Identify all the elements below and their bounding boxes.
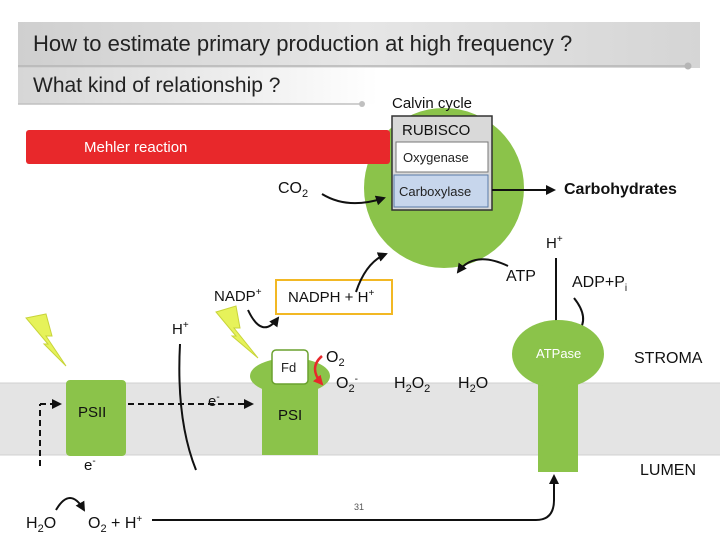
- adp-pi-label: ADP+Pi: [572, 274, 627, 294]
- fd-label: Fd: [281, 360, 296, 375]
- nadph-arrow: [355, 252, 388, 293]
- co2-label: CO2: [278, 180, 308, 200]
- nadph-box: [275, 279, 393, 315]
- water-splitting-arrow: [55, 497, 86, 512]
- mehler-reaction-bar: [26, 130, 390, 164]
- psii-label: PSII: [78, 404, 106, 421]
- h-plus-top: H+: [546, 234, 563, 252]
- h-plus-left-arrow: [178, 343, 197, 471]
- o2-label: O2: [326, 349, 345, 369]
- electron-mid-label: e-: [208, 392, 220, 410]
- h-plus-left: H+: [172, 320, 189, 338]
- carboxylase-box: [393, 174, 489, 208]
- mehler-reaction-label: Mehler reaction: [84, 139, 187, 156]
- electron-left-label: e-: [84, 456, 96, 474]
- calvin-cycle-title: Calvin cycle: [392, 95, 472, 112]
- rubisco-label: RUBISCO: [402, 122, 470, 139]
- page-number: 31: [354, 502, 364, 512]
- fd-box: [271, 349, 309, 385]
- carbohydrates-label: Carbohydrates: [564, 181, 677, 198]
- title-rule-dot: [684, 62, 692, 70]
- h2o-label: H2O: [458, 375, 488, 395]
- oxygenase-box: [395, 141, 489, 173]
- mehler-arrow: [312, 355, 324, 386]
- psii-body: [66, 380, 126, 456]
- oxygenase-label: Oxygenase: [403, 150, 469, 165]
- atpase-label: ATPase: [536, 346, 581, 361]
- nadp-label: NADP+: [214, 287, 262, 305]
- atp-arrow: [456, 258, 509, 274]
- carboxylase-label: Carboxylase: [399, 184, 471, 199]
- page-subtitle: What kind of relationship ?: [33, 74, 280, 97]
- atp-label: ATP: [506, 268, 536, 285]
- nadp-reduction-arrow: [247, 309, 280, 329]
- h2o2-label: H2O2: [394, 375, 430, 395]
- superoxide-label: O2-: [336, 374, 358, 395]
- lumen-label: LUMEN: [640, 462, 696, 479]
- subtitle-rule-dot: [359, 101, 365, 107]
- nadph-label: NADPH + H+: [288, 288, 374, 306]
- psi-label: PSI: [278, 407, 302, 424]
- page-title: How to estimate primary production at hi…: [33, 31, 572, 56]
- co2-arrow: [321, 193, 386, 206]
- subtitle-bar: [18, 68, 378, 104]
- water-label: H2O: [26, 515, 56, 535]
- stroma-label: STROMA: [634, 350, 703, 367]
- proton-gradient-path: [152, 474, 559, 521]
- o2-h-label: O2 + H+: [88, 514, 142, 535]
- title-bar: [18, 22, 700, 68]
- lightning-icon-psii: [25, 313, 67, 367]
- lightning-icon-psi: [215, 305, 259, 359]
- atpase-head: [512, 320, 604, 388]
